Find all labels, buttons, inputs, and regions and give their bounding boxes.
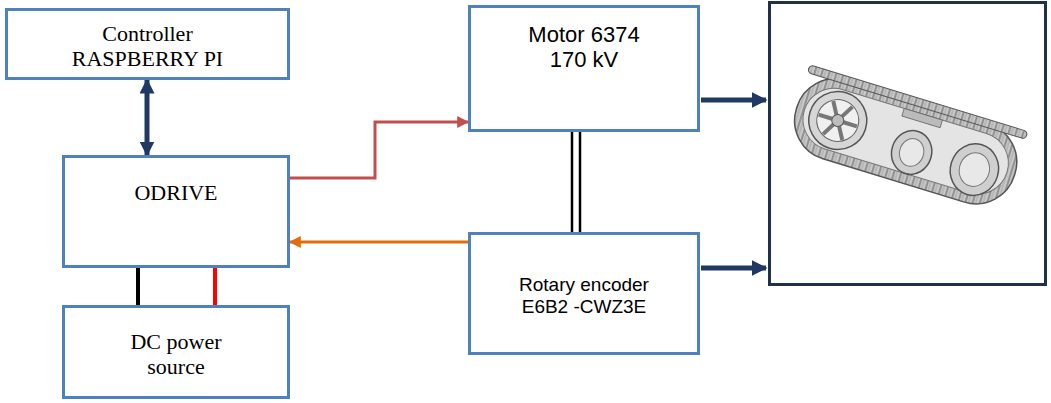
motor-box: Motor 6374 170 kV <box>468 5 700 132</box>
feedback-arrow <box>290 242 468 243</box>
illustration-frame <box>770 3 1046 285</box>
controller-box: Controller RASPBERRY PI <box>5 8 290 80</box>
power-wire <box>138 268 139 305</box>
power-box: DC power source <box>62 305 290 399</box>
bidirectional-arrow <box>147 80 148 155</box>
command-arrow <box>290 122 468 178</box>
crawler-track <box>785 65 1028 214</box>
drive-arrow <box>701 98 766 103</box>
shaft-coupling <box>571 132 574 232</box>
box-label: Controller RASPBERRY PI <box>60 21 235 72</box>
command-arrow <box>290 122 468 178</box>
box-label: DC power source <box>119 329 234 380</box>
power-wire <box>215 268 216 305</box>
power-wire <box>136 268 140 305</box>
shaft-coupling <box>579 132 582 232</box>
drive-arrow <box>701 266 766 271</box>
encoder-box: Rotary encoder E6B2 -CWZ3E <box>468 232 700 355</box>
bidirectional-arrow <box>145 80 150 155</box>
feedback-arrow <box>290 241 468 244</box>
shaft-coupling <box>572 132 580 232</box>
driver-box: ODRIVE <box>62 155 290 268</box>
power-wire <box>213 268 217 305</box>
box-label: ODRIVE <box>134 180 217 205</box>
box-label: Motor 6374 170 kV <box>518 22 650 73</box>
box-label: Rotary encoder E6B2 -CWZ3E <box>518 274 650 318</box>
